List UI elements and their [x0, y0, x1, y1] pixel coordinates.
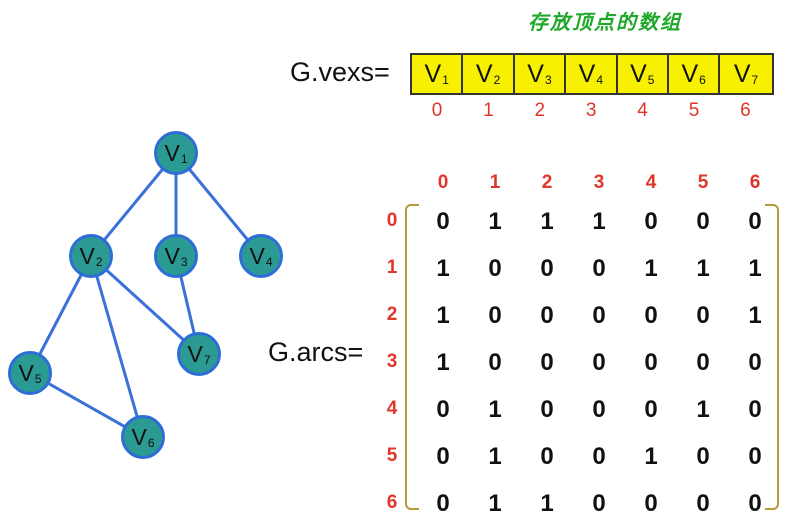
matrix-cell-5-5: 0 [696, 443, 710, 470]
matrix-right-bracket [765, 204, 779, 510]
arcs-label: G.arcs= [268, 337, 364, 367]
vexs-array-title: 存放顶点的数组 [528, 10, 682, 34]
matrix-cell-6-6: 0 [748, 490, 762, 517]
matrix-cell-4-3: 0 [592, 396, 606, 423]
matrix-cell-0-3: 1 [592, 208, 606, 235]
vexs-index-5: 5 [688, 100, 700, 121]
edge-v2-v6 [89, 255, 145, 438]
matrix-cell-2-0: 1 [436, 302, 450, 329]
matrix-cell-5-1: 1 [488, 443, 502, 470]
vexs-index-6: 6 [740, 100, 751, 121]
matrix-cell-5-6: 0 [748, 443, 762, 470]
matrix-row-header-4: 4 [386, 398, 398, 419]
matrix-row-header-1: 1 [386, 257, 398, 278]
matrix-cell-1-1: 0 [488, 255, 502, 282]
matrix-cell-2-1: 0 [488, 302, 502, 329]
vexs-index-4: 4 [637, 100, 648, 121]
matrix-cell-2-2: 0 [540, 302, 554, 329]
matrix-cell-2-6: 1 [748, 302, 762, 329]
matrix-cell-2-4: 0 [644, 302, 658, 329]
matrix-col-header-5: 5 [697, 172, 709, 193]
vexs-index-1: 1 [483, 100, 494, 121]
vexs-index-3: 3 [585, 100, 597, 121]
matrix-col-header-6: 6 [749, 172, 761, 193]
matrix-cell-4-1: 1 [488, 396, 502, 423]
vexs-index-2: 2 [534, 100, 546, 121]
matrix-cell-6-5: 0 [696, 490, 710, 517]
matrix-cell-4-5: 1 [696, 396, 710, 423]
matrix-col-header-1: 1 [489, 172, 501, 193]
matrix-cell-5-3: 0 [592, 443, 606, 470]
matrix-cell-1-0: 1 [436, 255, 450, 282]
vexs-label: G.vexs= [290, 57, 390, 87]
matrix-row-header-3: 3 [386, 351, 398, 372]
matrix-cell-4-2: 0 [540, 396, 554, 423]
matrix-cell-6-4: 0 [644, 490, 658, 517]
matrix-cell-4-0: 0 [436, 396, 450, 423]
matrix-cell-1-5: 1 [696, 255, 710, 282]
matrix-row-header-6: 6 [386, 492, 398, 513]
matrix-cell-3-6: 0 [748, 349, 762, 376]
matrix-cell-3-3: 0 [592, 349, 606, 376]
matrix-cell-3-4: 0 [644, 349, 658, 376]
matrix-cell-2-5: 0 [696, 302, 710, 329]
matrix-cell-3-2: 0 [540, 349, 554, 376]
matrix-cell-3-0: 1 [436, 349, 450, 376]
matrix-cell-0-6: 0 [748, 208, 762, 235]
matrix-cell-6-3: 0 [592, 490, 606, 517]
matrix-cell-1-6: 1 [748, 255, 762, 282]
matrix-cell-1-3: 0 [592, 255, 606, 282]
matrix-col-header-4: 4 [645, 172, 657, 193]
matrix-col-header-3: 3 [593, 172, 605, 193]
matrix-cell-6-2: 1 [540, 490, 554, 517]
matrix-cell-4-6: 0 [748, 396, 762, 423]
matrix-cell-0-1: 1 [488, 208, 502, 235]
matrix-cell-5-0: 0 [436, 443, 450, 470]
matrix-col-header-2: 2 [541, 172, 553, 193]
matrix-cell-5-2: 0 [540, 443, 554, 470]
matrix-cell-6-1: 1 [488, 490, 502, 517]
edge-v2-v7 [89, 254, 201, 356]
matrix-row-header-0: 0 [386, 210, 398, 231]
matrix-cell-3-5: 0 [696, 349, 710, 376]
matrix-cell-2-3: 0 [592, 302, 606, 329]
matrix-cell-4-4: 0 [644, 396, 658, 423]
matrix-cell-1-2: 0 [540, 255, 554, 282]
matrix-cell-1-4: 1 [644, 255, 658, 282]
matrix-row-header-2: 2 [386, 304, 398, 325]
matrix-cell-0-0: 0 [436, 208, 450, 235]
matrix-left-bracket [405, 204, 419, 510]
matrix-cell-3-1: 0 [488, 349, 502, 376]
matrix-cell-5-4: 1 [644, 443, 658, 470]
matrix-col-header-0: 0 [437, 172, 449, 193]
matrix-cell-6-0: 0 [436, 490, 450, 517]
matrix-cell-0-4: 0 [644, 208, 658, 235]
vexs-index-0: 0 [431, 100, 443, 121]
matrix-cell-0-2: 1 [540, 208, 554, 235]
matrix-cell-0-5: 0 [696, 208, 710, 235]
matrix-row-header-5: 5 [386, 445, 398, 466]
